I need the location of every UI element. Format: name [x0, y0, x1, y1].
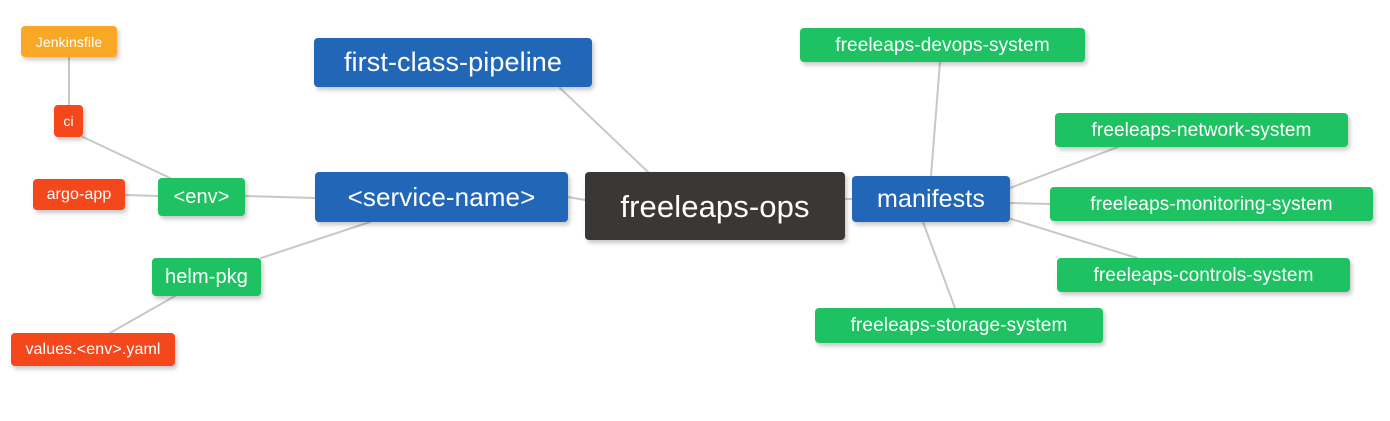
node-values-env-yaml[interactable]: values.<env>.yaml	[11, 333, 175, 366]
node-label: freeleaps-monitoring-system	[1090, 193, 1333, 215]
node-service-name[interactable]: <service-name>	[315, 172, 568, 222]
edge-helm-pkg-to-service-name	[260, 221, 371, 259]
edge-manifests-to-freeleaps-controls-system	[1007, 217, 1138, 259]
edge-ci-to-env	[82, 136, 171, 179]
node-first-class-pipeline[interactable]: first-class-pipeline	[314, 38, 592, 87]
node-helm-pkg[interactable]: helm-pkg	[152, 258, 261, 296]
edge-service-name-to-freeleaps-ops	[567, 196, 586, 201]
node-label: manifests	[877, 184, 985, 213]
node-label: freeleaps-ops	[620, 188, 810, 224]
node-freeleaps-devops-system[interactable]: freeleaps-devops-system	[800, 28, 1085, 62]
node-env[interactable]: <env>	[158, 178, 245, 216]
node-freeleaps-controls-system[interactable]: freeleaps-controls-system	[1057, 258, 1350, 292]
node-label: freeleaps-devops-system	[835, 34, 1050, 56]
node-label: <env>	[173, 186, 230, 208]
node-freeleaps-ops[interactable]: freeleaps-ops	[585, 172, 845, 240]
edge-manifests-to-freeleaps-storage-system	[922, 221, 956, 309]
node-argo-app[interactable]: argo-app	[33, 179, 125, 210]
node-jenkinsfile[interactable]: Jenkinsfile	[21, 26, 117, 57]
edge-manifests-to-freeleaps-network-system	[1009, 146, 1119, 189]
node-label: freeleaps-storage-system	[850, 315, 1068, 336]
node-freeleaps-storage-system[interactable]: freeleaps-storage-system	[815, 308, 1103, 343]
node-freeleaps-network-system[interactable]: freeleaps-network-system	[1055, 113, 1348, 147]
edge-first-class-pipeline-to-freeleaps-ops	[559, 87, 649, 173]
node-label: first-class-pipeline	[343, 47, 563, 77]
edge-values-env-yaml-to-helm-pkg	[109, 295, 176, 334]
node-label: freeleaps-network-system	[1091, 119, 1312, 141]
node-freeleaps-monitoring-system[interactable]: freeleaps-monitoring-system	[1050, 187, 1373, 221]
node-label: values.<env>.yaml	[25, 340, 161, 358]
edge-manifests-to-freeleaps-monitoring-system	[1009, 202, 1051, 205]
node-manifests[interactable]: manifests	[852, 176, 1010, 222]
node-label: freeleaps-controls-system	[1093, 264, 1314, 286]
node-label: argo-app	[46, 185, 112, 203]
node-label: <service-name>	[347, 182, 536, 212]
edge-env-to-service-name	[244, 195, 316, 199]
node-ci[interactable]: ci	[54, 105, 83, 137]
edge-manifests-to-freeleaps-devops-system	[930, 61, 941, 177]
edge-argo-app-to-env	[124, 194, 159, 197]
node-label: ci	[63, 113, 74, 129]
node-label: Jenkinsfile	[35, 33, 103, 50]
node-label: helm-pkg	[164, 266, 249, 288]
